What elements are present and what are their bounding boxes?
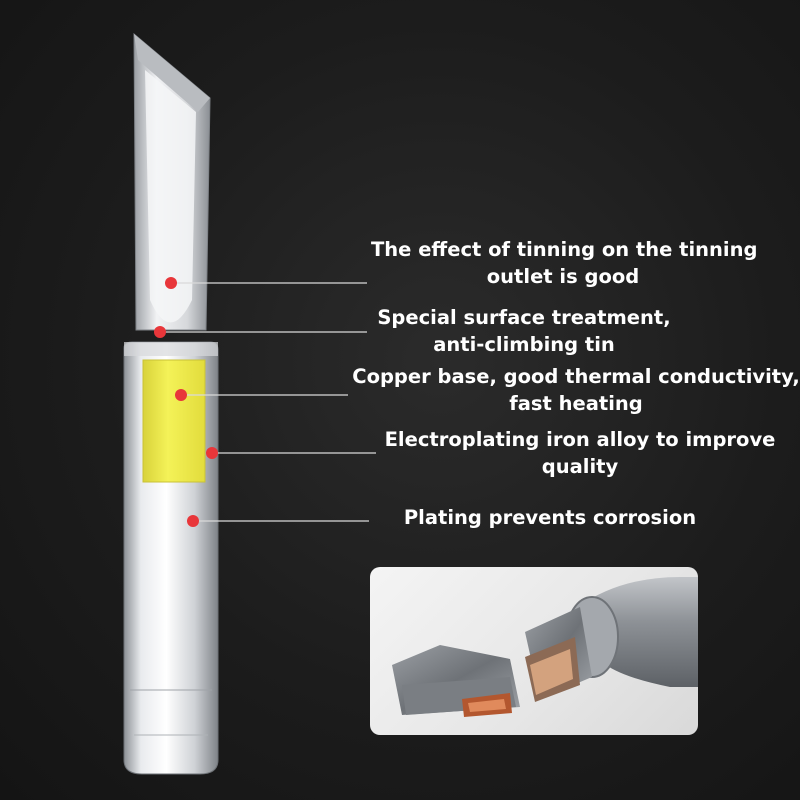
cross-section-photo: [370, 567, 698, 735]
callout-dot: [154, 326, 166, 338]
blade-tip: [133, 32, 211, 331]
callout-dots: [154, 277, 218, 527]
callout-label-copper-base: Copper base, good thermal conductivity, …: [352, 365, 800, 415]
callout-label-electroplating: Electroplating iron alloy to improve qua…: [384, 428, 776, 478]
callout-dot: [165, 277, 177, 289]
callout-label-tinning: The effect of tinning on the tinning out…: [371, 238, 758, 288]
tip-shank: [123, 341, 219, 775]
callout-dot: [187, 515, 199, 527]
callout-label-corrosion: Plating prevents corrosion: [403, 506, 697, 529]
callout-dot: [175, 389, 187, 401]
callout-lines: [161, 282, 376, 522]
callout-label-surface-treatment: Special surface treatment, anti-climbing…: [377, 306, 671, 356]
callout-dot: [206, 447, 218, 459]
copper-core: [142, 359, 206, 483]
